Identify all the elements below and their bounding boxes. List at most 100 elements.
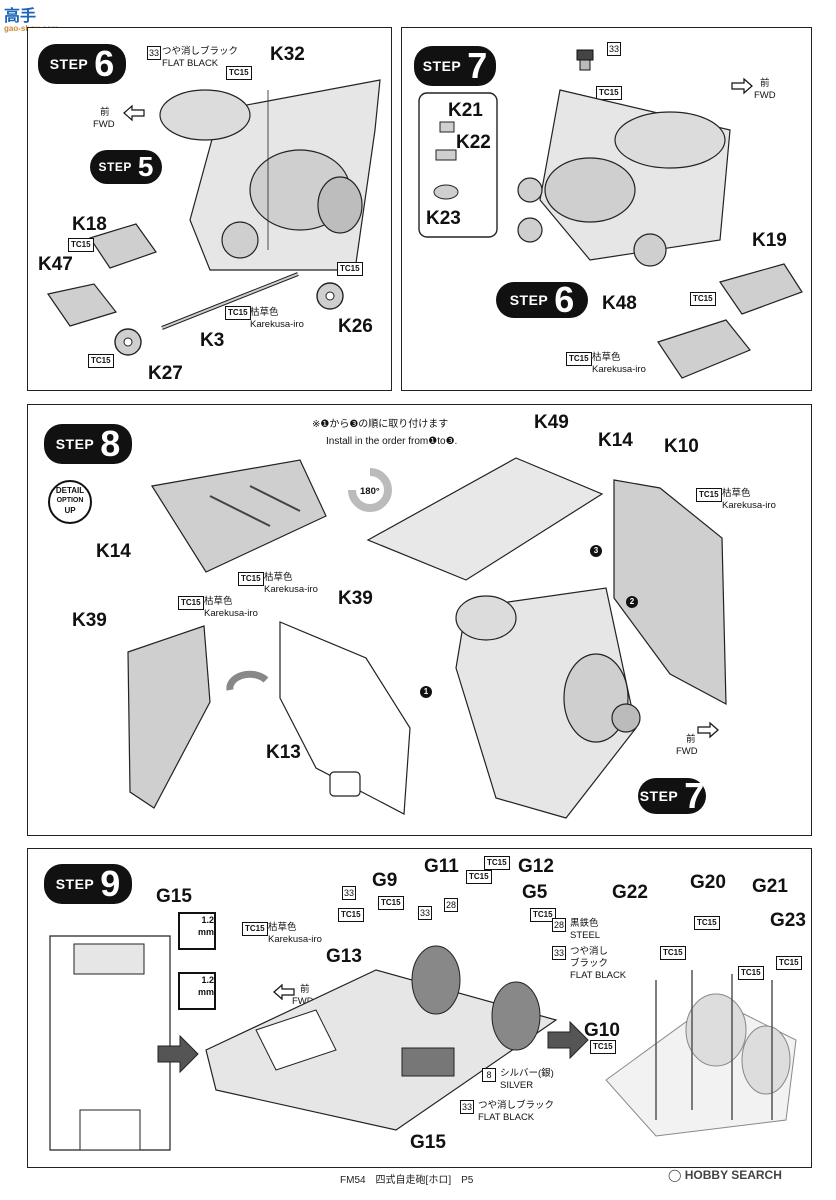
flat-black-en: FLAT BLACK xyxy=(478,1112,535,1123)
tc15-badge: TC15 xyxy=(466,870,492,884)
part-g12: G12 xyxy=(518,856,554,877)
part-k14: K14 xyxy=(598,430,633,451)
part-k14: K14 xyxy=(96,541,131,562)
karekusa-en: Karekusa-iro xyxy=(264,584,318,595)
fwd-jp: 前 xyxy=(100,107,110,118)
karekusa-jp: 枯草色 xyxy=(250,307,279,318)
part-k21-assembled xyxy=(576,49,594,71)
tc15-badge: TC15 xyxy=(338,908,364,922)
part-k13-box xyxy=(329,771,361,797)
part-k3-rod xyxy=(161,272,299,330)
part-k13: K13 xyxy=(266,742,301,763)
drill-1-2mm-icon: 1.2 mm xyxy=(178,912,216,950)
karekusa-en: Karekusa-iro xyxy=(204,608,258,619)
part-k3: K3 xyxy=(200,330,225,351)
fwd-arrow-icon xyxy=(731,77,753,95)
step-8-main-assembly xyxy=(455,587,641,819)
step-7-assembly-drawing xyxy=(517,89,731,267)
tc15-badge: TC15 xyxy=(337,262,363,276)
part-k21-k23-detail-box xyxy=(418,92,498,238)
part-g23: G23 xyxy=(770,910,806,931)
paint-33-badge: 33 xyxy=(460,1100,474,1114)
part-g15: G15 xyxy=(156,886,192,907)
part-k27-wheel xyxy=(114,328,142,356)
tc15-badge: TC15 xyxy=(238,572,264,586)
part-k47-plate xyxy=(46,283,118,327)
part-g11: G11 xyxy=(424,856,459,877)
karekusa-jp: 枯草色 xyxy=(264,572,293,583)
paint-33-badge: 33 xyxy=(418,906,432,920)
part-g15: G15 xyxy=(410,1132,446,1153)
tc15-badge: TC15 xyxy=(660,946,686,960)
part-g5: G5 xyxy=(522,882,548,903)
fwd-jp: 前 xyxy=(686,734,696,745)
fwd-jp: 前 xyxy=(300,984,310,995)
install-order-note-jp: ※❶から❸の順に取り付けます xyxy=(312,419,449,430)
part-k19: K19 xyxy=(752,230,787,251)
part-k23: K23 xyxy=(426,208,461,229)
part-g21: G21 xyxy=(752,876,788,897)
part-g13: G13 xyxy=(326,946,362,967)
part-k26: K26 xyxy=(338,316,373,337)
karekusa-en: Karekusa-iro xyxy=(250,319,304,330)
step-5-badge: STEP 5 xyxy=(90,150,162,184)
arrow-right-icon xyxy=(547,1020,589,1060)
part-k49: K49 xyxy=(534,412,569,433)
part-k39: K39 xyxy=(338,588,373,609)
part-k10: K10 xyxy=(664,436,699,457)
arrow-right-icon xyxy=(157,1034,199,1074)
part-k39: K39 xyxy=(72,610,107,631)
karekusa-jp: 枯草色 xyxy=(592,352,621,363)
step-9-badge: STEP 9 xyxy=(44,864,132,904)
step-6-badge: STEP 6 xyxy=(38,44,126,84)
flat-black-jp: つや消しブラック xyxy=(478,1100,555,1111)
part-k18-plate xyxy=(89,223,157,269)
page-footer: FM54 四式自走砲[ホロ] P5 xyxy=(340,1175,474,1186)
fwd-en: FWD xyxy=(676,746,698,757)
fwd-en: FWD xyxy=(292,996,314,1007)
part-k26-wheel xyxy=(316,282,344,310)
part-k47: K47 xyxy=(38,254,73,275)
part-k21: K21 xyxy=(448,100,483,121)
silver-en: SILVER xyxy=(500,1080,534,1091)
flat-black-en: FLAT BLACK xyxy=(162,58,219,69)
fwd-en: FWD xyxy=(754,90,776,101)
paint-33-badge: 33 xyxy=(607,42,621,56)
steel-en: STEEL xyxy=(570,930,601,941)
rotate-180-icon xyxy=(348,468,392,512)
tc15-badge: TC15 xyxy=(566,352,592,366)
step-6-assembly-drawing xyxy=(159,79,381,271)
part-g15-topview xyxy=(49,935,171,1151)
tc15-badge: TC15 xyxy=(178,596,204,610)
paint-33-badge: 33 xyxy=(552,946,566,960)
step-9-final-drawing xyxy=(605,970,797,1137)
tc15-badge: TC15 xyxy=(590,1040,616,1054)
step-7b-badge: STEP 7 xyxy=(638,775,706,816)
part-k19-plate xyxy=(719,263,803,315)
flat-black-en: FLAT BLACK xyxy=(570,970,627,981)
tc15-badge: TC15 xyxy=(696,488,722,502)
karekusa-en: Karekusa-iro xyxy=(268,934,322,945)
paint-33-badge: 33 xyxy=(147,46,161,60)
fwd-en: FWD xyxy=(93,119,115,130)
flip-arrow-icon xyxy=(226,670,269,691)
karekusa-jp: 枯草色 xyxy=(722,488,751,499)
part-g22: G22 xyxy=(612,882,648,903)
install-order-note-en: Install in the order from❶to❸. xyxy=(326,436,458,447)
karekusa-jp: 枯草色 xyxy=(204,596,233,607)
fwd-arrow-icon xyxy=(123,104,145,122)
karekusa-jp: 枯草色 xyxy=(268,922,297,933)
step-9-chassis-drawing xyxy=(205,945,558,1131)
part-g9: G9 xyxy=(372,870,398,891)
tc15-badge: TC15 xyxy=(226,66,252,80)
flat-black-jp: つや消し xyxy=(570,946,609,957)
order-1-marker: 1 xyxy=(420,686,432,698)
part-k10-right-plate xyxy=(613,479,727,706)
tc15-badge: TC15 xyxy=(378,896,404,910)
part-k27: K27 xyxy=(148,363,183,384)
rotate-180-label: 180° xyxy=(360,486,380,497)
part-k14-top-plate xyxy=(366,457,604,581)
tc15-badge: TC15 xyxy=(530,908,556,922)
paint-8-badge: 8 xyxy=(482,1068,496,1082)
part-k39-center-plate xyxy=(279,621,411,815)
